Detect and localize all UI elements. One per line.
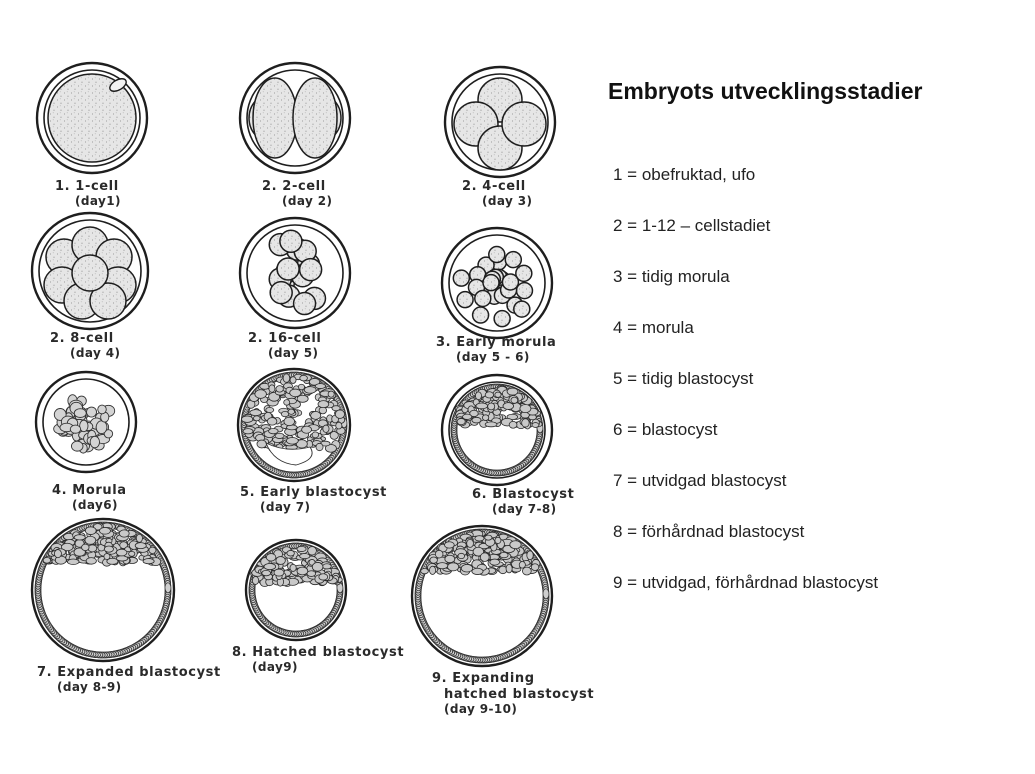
stage-day-caption: (day 9-10) <box>444 702 517 716</box>
stage-day-caption: (day 5 - 6) <box>456 350 530 364</box>
stage-day-caption: (day 3) <box>482 194 532 208</box>
stage-legend-item: 3 = tidig morula <box>613 266 878 317</box>
stage-caption: 1. 1-cell <box>55 179 119 194</box>
stage-legend-item: 8 = förhårdnad blastocyst <box>613 521 878 572</box>
stage-day-caption: (day 8-9) <box>57 680 122 694</box>
stage-day-caption: (day9) <box>252 660 298 674</box>
embryo-figure-hatched-blastocyst: 8. Hatched blastocyst(day9) <box>232 540 404 674</box>
embryo-figure-expanded-blastocyst: 7. Expanded blastocyst(day 8-9) <box>32 519 221 694</box>
stage-day-caption: (day6) <box>72 498 118 512</box>
stage-caption: 2. 4-cell <box>462 179 526 194</box>
panel-title: Embryots utvecklingsstadier <box>608 78 922 105</box>
stage-day-caption: (day 4) <box>70 346 120 360</box>
stage-legend-list: 1 = obefruktad, ufo 2 = 1-12 – cellstadi… <box>613 164 878 623</box>
stage-legend-item: 9 = utvidgad, förhårdnad blastocyst <box>613 572 878 623</box>
stage-day-caption: (day1) <box>75 194 121 208</box>
stage-caption: 2. 8-cell <box>50 331 114 346</box>
embryo-figure-two-cell: 2. 2-cell(day 2) <box>240 63 350 208</box>
stage-day-caption: (day 5) <box>268 346 318 360</box>
stage-caption: 5. Early blastocyst <box>240 485 387 500</box>
embryo-figure-early-blastocyst: 5. Early blastocyst(day 7) <box>238 369 387 514</box>
embryo-figure-sixteen-cell: 2. 16-cell(day 5) <box>240 218 350 360</box>
stage-day-caption: (day 2) <box>282 194 332 208</box>
stage-day-caption: (day 7-8) <box>492 502 557 516</box>
stage-legend-item: 6 = blastocyst <box>613 419 878 470</box>
stage-legend-item: 4 = morula <box>613 317 878 368</box>
stage-caption: hatched blastocyst <box>444 687 594 702</box>
stage-legend-item: 2 = 1-12 – cellstadiet <box>613 215 878 266</box>
stage-caption: 3. Early morula <box>436 335 556 350</box>
embryo-figure-early-morula: 3. Early morula(day 5 - 6) <box>436 228 556 364</box>
stage-caption: 6. Blastocyst <box>472 487 574 502</box>
stage-legend-item: 5 = tidig blastocyst <box>613 368 878 419</box>
embryo-figure-morula: 4. Morula(day6) <box>36 372 136 512</box>
stage-legend-item: 1 = obefruktad, ufo <box>613 164 878 215</box>
embryo-figure-eight-cell: 2. 8-cell(day 4) <box>32 213 148 360</box>
stage-caption: 7. Expanded blastocyst <box>37 665 221 680</box>
stage-legend-item: 7 = utvidgad blastocyst <box>613 470 878 521</box>
embryo-figure-four-cell: 2. 4-cell(day 3) <box>445 67 555 208</box>
stage-caption: 8. Hatched blastocyst <box>232 645 404 660</box>
stage-day-caption: (day 7) <box>260 500 310 514</box>
embryo-figure-one-cell: 1. 1-cell(day1) <box>37 63 147 208</box>
embryo-figure-blastocyst: 6. Blastocyst(day 7-8) <box>442 375 574 516</box>
stage-caption: 2. 16-cell <box>248 331 321 346</box>
stage-caption: 9. Expanding <box>432 671 535 686</box>
stage-caption: 4. Morula <box>52 483 127 498</box>
stage-caption: 2. 2-cell <box>262 179 326 194</box>
